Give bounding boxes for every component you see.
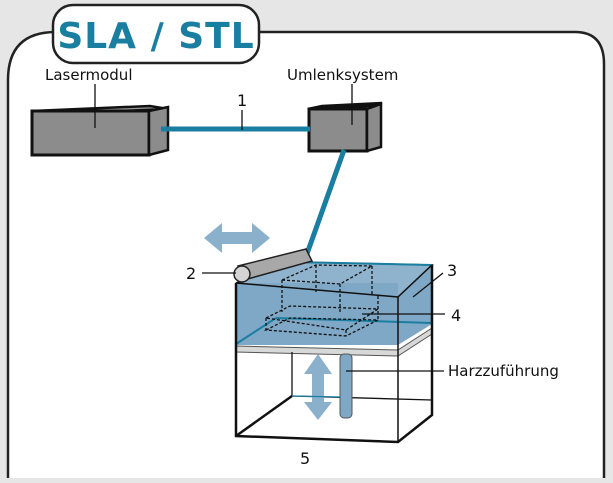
callout-3-leader <box>412 272 444 298</box>
callout-4: 4 <box>451 306 461 325</box>
resin-feed-tube <box>339 353 353 419</box>
resin-vat <box>234 261 434 444</box>
callout-5: 5 <box>300 449 310 468</box>
deflection-system <box>307 101 383 153</box>
recoater-roller <box>233 248 314 283</box>
callout-1: 1 <box>237 91 247 110</box>
callout-2: 2 <box>186 264 196 283</box>
title-tab <box>51 3 261 65</box>
platform-motion-arrow <box>304 354 332 420</box>
diagram-title: SLA / STL <box>57 16 254 57</box>
callout-3: 3 <box>447 261 457 280</box>
laser-module <box>30 104 170 157</box>
recoater-motion-arrow <box>204 223 270 253</box>
deflection-system-label: Umlenksystem <box>287 66 398 84</box>
laser-module-label: Lasermodul <box>45 66 132 84</box>
resin-feed-label: Harzzuführung <box>448 362 559 380</box>
printed-part-outline <box>263 264 381 337</box>
